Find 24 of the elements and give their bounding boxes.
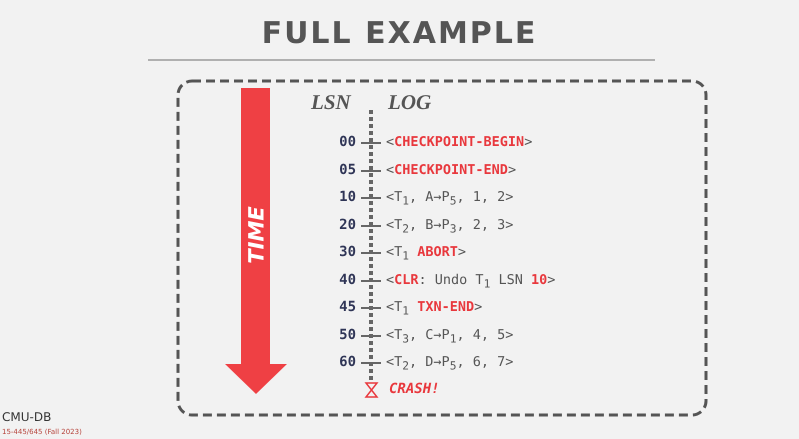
log-record: <T$_{1}$ TXN-END> [386,299,482,318]
lsn-number: 05 [338,162,356,178]
lsn-number: 45 [338,299,356,315]
log-record: <T$_{2}$, D→P$_{5}$, 6, 7> [386,354,514,373]
log-record: <CHECKPOINT-END> [386,162,516,178]
log-record: <T$_{3}$, C→P$_{1}$, 4, 5> [386,327,514,346]
log-record: <CHECKPOINT-BEGIN> [386,134,532,150]
log-record: <T$_{1}$, A→P$_{5}$, 1, 2> [386,189,514,208]
lsn-number: 10 [338,189,356,205]
slide-title: FULL EXAMPLE [260,16,538,51]
lsn-number: 60 [338,354,356,370]
log-record: <T$_{2}$, B→P$_{3}$, 2, 3> [386,217,514,236]
column-header: LOG [388,90,432,115]
arrow-label: TIME [244,206,268,264]
column-header: LSN [311,90,351,115]
lsn-number: 50 [338,327,356,343]
lsn-number: 20 [338,217,356,233]
lsn-number: 00 [338,134,356,150]
crash-label: CRASH! [389,381,440,397]
lsn-number: 40 [338,272,356,288]
footer-text: CMU-DB [2,410,52,424]
lsn-number: 30 [338,244,356,260]
log-record: <T$_{1}$ ABORT> [386,244,466,263]
log-record: <CLR: Undo T$_{1}$ LSN 10> [386,272,556,291]
